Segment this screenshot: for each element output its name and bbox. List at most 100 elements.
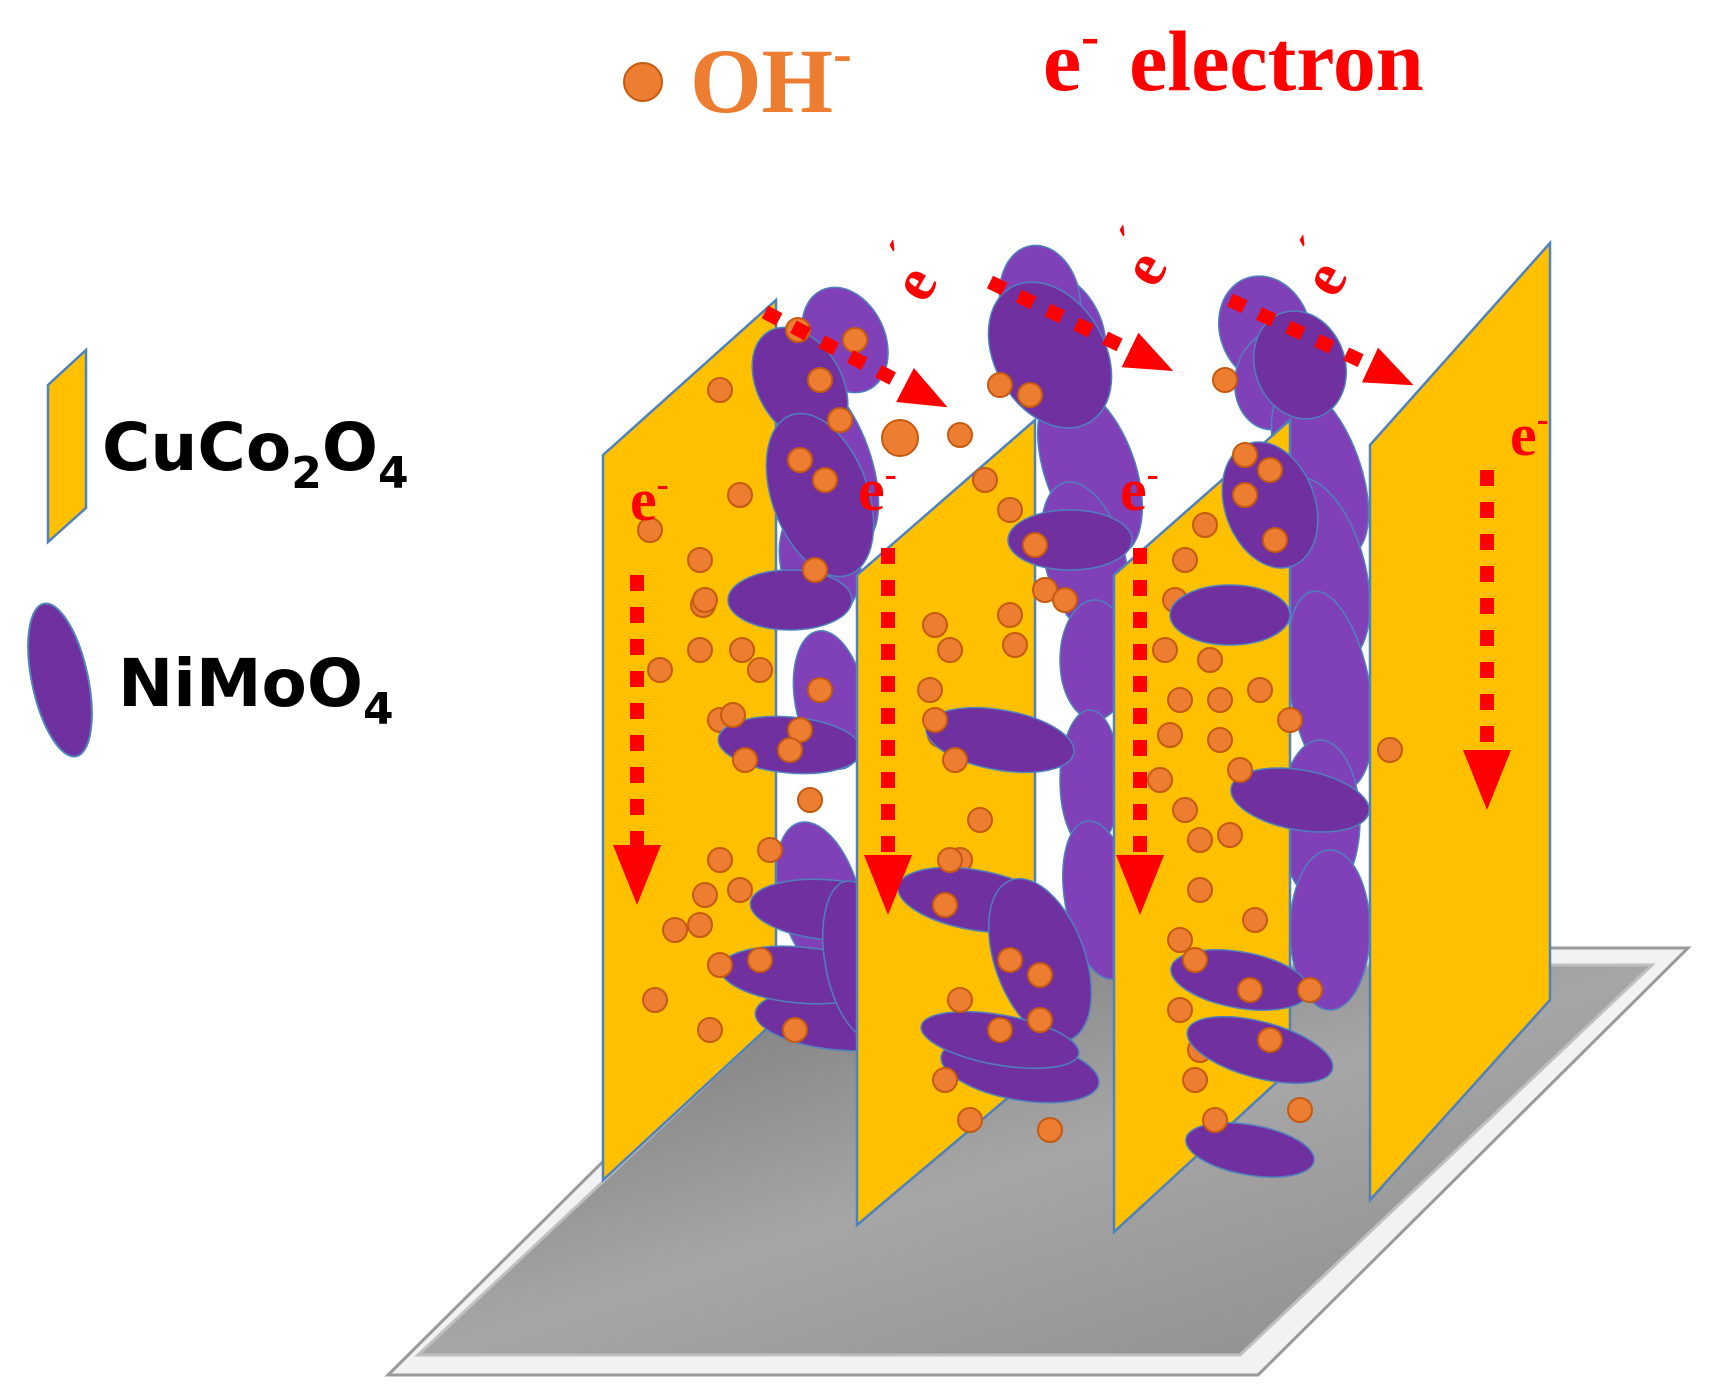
electron-symbol: e — [1043, 13, 1081, 109]
oh-ion — [827, 407, 853, 433]
oh-ion — [797, 787, 823, 813]
electron-arrow-head — [1121, 332, 1174, 371]
oh-ion — [697, 1017, 723, 1043]
oh-ion — [1287, 1097, 1313, 1123]
oh-ion — [1207, 727, 1233, 753]
oh-ion — [642, 987, 668, 1013]
oh-ion — [1227, 757, 1253, 783]
nimoo4-particle — [727, 569, 853, 631]
oh-ion — [662, 917, 688, 943]
oh-ion — [1037, 1117, 1063, 1143]
oh-ion — [987, 372, 1013, 398]
oh-ion — [727, 482, 753, 508]
svg-text:NiMoO4: NiMoO4 — [118, 645, 394, 735]
oh-ion — [1172, 547, 1198, 573]
oh-ion — [1182, 1067, 1208, 1093]
oh-ion — [777, 737, 803, 763]
electron-path-dashes — [986, 275, 1134, 357]
sheet-label-sub2: 4 — [378, 448, 409, 499]
oh-ion — [1207, 687, 1233, 713]
oh-ion — [692, 882, 718, 908]
oh-ion — [647, 657, 673, 683]
oh-ion — [732, 747, 758, 773]
oh-ion — [707, 377, 733, 403]
svg-text:CuCo2O4: CuCo2O4 — [102, 409, 409, 499]
particle-label-sub: 4 — [363, 684, 394, 735]
cuco2o4-sheet-group — [601, 297, 926, 1183]
oh-ion — [972, 467, 998, 493]
oh-ion — [1217, 822, 1243, 848]
sheet-layers — [601, 239, 1552, 1235]
oh-ion — [1152, 637, 1178, 663]
cuco2o4-sheet-group — [855, 281, 1133, 1228]
oh-ion — [1027, 1007, 1053, 1033]
cuco2o4-sheet-group — [1112, 310, 1370, 1235]
oh-charge: - — [833, 23, 852, 85]
oh-ion — [1182, 947, 1208, 973]
oh-ion — [707, 952, 733, 978]
electron-arrow-head — [864, 855, 912, 915]
oh-ion — [1237, 977, 1263, 1003]
oh-ion — [1197, 647, 1223, 673]
sheet-label-sub1: 2 — [291, 448, 322, 499]
oh-ion — [1202, 1107, 1228, 1133]
oh-ion — [947, 422, 973, 448]
electron-arrow-head — [1463, 750, 1511, 810]
oh-ion — [1052, 587, 1078, 613]
oh-ion — [1262, 527, 1288, 553]
electron-label: e- — [1120, 454, 1159, 523]
oh-ion — [1257, 1027, 1283, 1053]
oh-ion — [729, 637, 755, 663]
oh-ion — [807, 367, 833, 393]
oh-ion — [1242, 907, 1268, 933]
nimoo4-particle — [1169, 584, 1291, 646]
oh-ion — [637, 517, 663, 543]
oh-ion — [957, 1107, 983, 1133]
oh-ion — [997, 602, 1023, 628]
oh-ion — [1277, 707, 1303, 733]
oh-ion — [1167, 927, 1193, 953]
oh-ion — [1212, 367, 1238, 393]
oh-ion — [720, 702, 746, 728]
oh-ion — [932, 1067, 958, 1093]
legend-top: OH- e-electron — [623, 6, 1424, 132]
oh-ion — [747, 657, 773, 683]
nimoo4-particle — [1185, 1122, 1315, 1178]
oh-ion — [917, 677, 943, 703]
electron-arrow-head — [896, 367, 948, 408]
electron-arrow-head — [1116, 855, 1164, 915]
oh-ion — [881, 419, 919, 457]
particle-legend-icon — [27, 602, 93, 758]
electron-label: e- — [630, 464, 669, 533]
oh-label: OH — [690, 30, 833, 132]
oh-ion — [1257, 457, 1283, 483]
electron-path-dashes — [1227, 293, 1373, 372]
oh-ion — [687, 912, 713, 938]
svg-text:e-electron: e-electron — [1043, 6, 1424, 109]
oh-ion — [1167, 997, 1193, 1023]
oh-ion — [942, 747, 968, 773]
oh-ion — [947, 987, 973, 1013]
oh-ion — [687, 637, 713, 663]
electron-arrow-head — [613, 845, 661, 905]
svg-text:OH-: OH- — [690, 23, 852, 132]
oh-ion — [802, 557, 828, 583]
oh-ion — [1167, 687, 1193, 713]
oh-ion — [922, 612, 948, 638]
sheet-label-mid: O — [322, 409, 378, 486]
oh-ion — [937, 847, 963, 873]
oh-ion — [747, 947, 773, 973]
oh-ion-legend-dot — [623, 62, 663, 102]
oh-ion — [1172, 797, 1198, 823]
cuco2o4-sheet — [1368, 239, 1552, 1204]
oh-ion — [922, 707, 948, 733]
oh-ion — [707, 847, 733, 873]
oh-ion — [1147, 767, 1173, 793]
cuco2o4-sheet-group — [1368, 239, 1552, 1204]
oh-ion — [807, 677, 833, 703]
electron-label: e- — [858, 454, 897, 523]
electron-top-label: e´ — [865, 234, 958, 312]
oh-ion — [1232, 482, 1258, 508]
legend-left: CuCo2O4 NiMoO4 — [27, 347, 409, 758]
